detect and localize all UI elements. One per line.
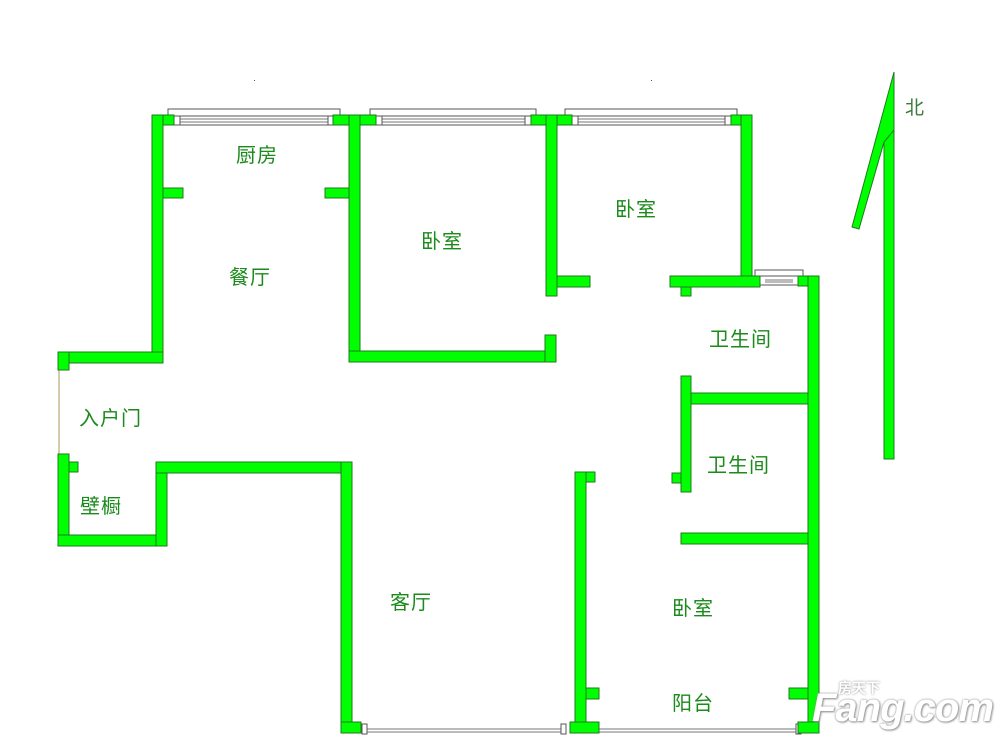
window-balcony bbox=[596, 723, 802, 735]
north-label: 北 bbox=[905, 97, 925, 119]
room-label-bedroom-2: 卧室 bbox=[615, 197, 657, 221]
room-label-bathroom-2: 卫生间 bbox=[707, 453, 770, 477]
north-arrow-icon bbox=[851, 71, 895, 460]
window-kitchen bbox=[167, 108, 341, 126]
watermark-logo: 房天下 Fang.com bbox=[812, 676, 994, 736]
marker-dot bbox=[254, 80, 255, 81]
room-label-closet: 壁橱 bbox=[80, 494, 122, 518]
room-label-kitchen: 厨房 bbox=[236, 143, 278, 167]
window-bedroom-2 bbox=[564, 108, 738, 126]
room-label-bedroom-1: 卧室 bbox=[421, 229, 463, 253]
watermark-chinese: 房天下 bbox=[838, 681, 880, 697]
room-label-bedroom-3: 卧室 bbox=[672, 596, 714, 620]
room-label-dining: 餐厅 bbox=[229, 265, 271, 289]
window-bedroom-1 bbox=[369, 108, 537, 126]
marker-dot bbox=[651, 80, 652, 81]
window-living-room bbox=[361, 723, 567, 735]
room-label-balcony: 阳台 bbox=[672, 691, 714, 715]
window-bathroom bbox=[754, 269, 804, 286]
room-label-living-room: 客厅 bbox=[390, 590, 432, 614]
walls bbox=[57, 114, 820, 734]
watermark-brand: Fang.com bbox=[812, 686, 994, 730]
room-label-entrance: 入户门 bbox=[79, 406, 142, 430]
room-label-bathroom-1: 卫生间 bbox=[709, 327, 772, 351]
